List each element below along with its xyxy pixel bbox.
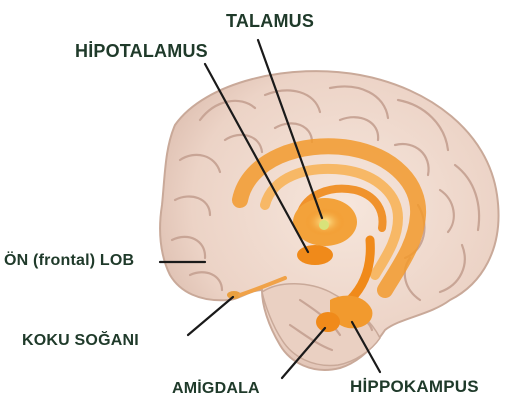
- koku-leader: [188, 297, 233, 335]
- hypothalamus-shape: [297, 245, 333, 265]
- hippokampus-label: HİPPOKAMPUS: [350, 378, 479, 395]
- amygdala-shape: [316, 312, 340, 332]
- koku-sogani-label: KOKU SOĞANI: [22, 333, 139, 349]
- amigdala-label: AMİGDALA: [172, 381, 260, 397]
- talamus-label: TALAMUS: [226, 12, 314, 30]
- hipotalamus-label: HİPOTALAMUS: [75, 42, 208, 60]
- on-lob-label: ÖN (frontal) LOB: [4, 253, 134, 269]
